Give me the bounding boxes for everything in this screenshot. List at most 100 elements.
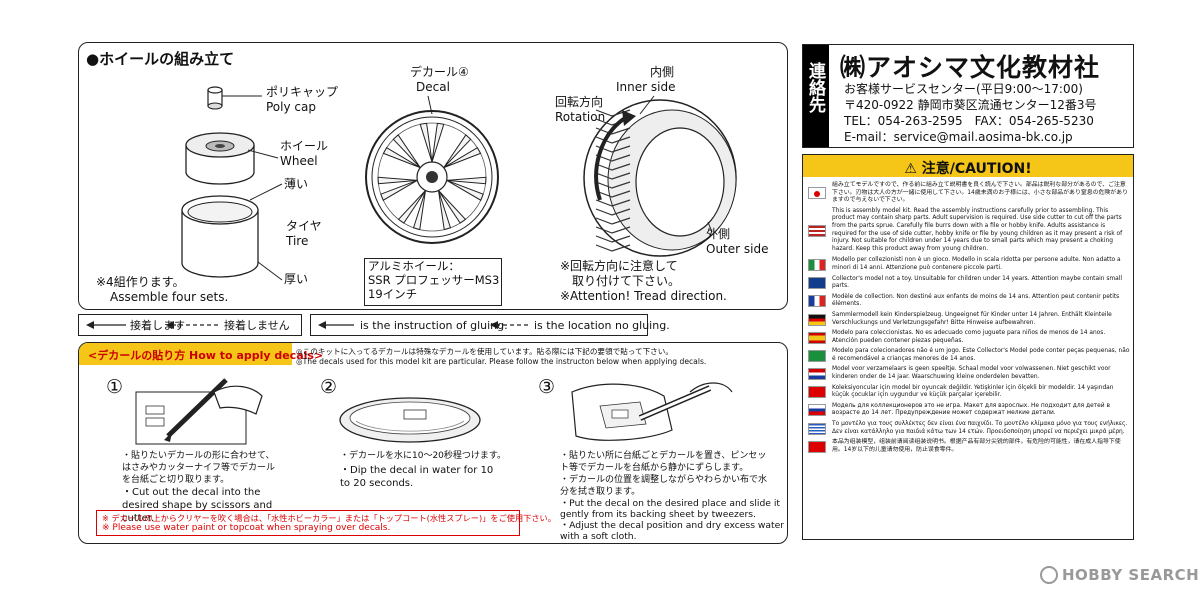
flag-it-icon — [808, 258, 826, 271]
caution-item-text: Sammlermodell kein Kinderspielzeug. Unge… — [832, 311, 1112, 326]
topcoat-warning-box — [96, 510, 520, 536]
step2-number: ② — [320, 376, 338, 398]
contact-label: 連絡先 — [805, 62, 825, 113]
flag-gb-icon — [808, 277, 826, 290]
outer-side-label-jp: 外側 — [706, 227, 731, 241]
service-center: お客様サービスセンター(平日9:00〜17:00) — [844, 82, 1083, 96]
decal-note-en: ◎The decals used for this model kit are … — [296, 357, 707, 366]
step2-water-dish-drawing — [339, 397, 481, 443]
rotation-label-jp: 回転方向 — [555, 95, 604, 109]
caution-item-text: Modello per collezionisti non è un gioco… — [832, 257, 1121, 271]
caution-item-text: Modelo para colecionadores não é um jogo… — [832, 348, 1130, 362]
step1-text-en: ・Cut out the decal into the desired shap… — [122, 487, 273, 524]
step3-text-jp1: ・貼りたい所に台紙ごとデカールを置き、ピンセット等でデカールを台紙から静かにずら… — [560, 451, 767, 473]
watermark-logo-icon — [1040, 566, 1058, 584]
flag-fr-icon — [808, 295, 826, 308]
rim-spec-line2: SSR プロフェッサーMS3 — [368, 273, 500, 287]
support-email: E-mail：service@mail.aosima-bk.co.jp — [844, 130, 1073, 144]
caution-item-text: Modelo para coleccionistas. No es adecua… — [832, 330, 1106, 344]
caution-item-text: Модель для коллекционеров это не игра. М… — [832, 402, 1110, 417]
decal-note-jp: ◎このキットに入ってるデカールは特殊なデカールを使用しています。貼る際には下記の… — [296, 347, 673, 356]
tire-tread-drawing — [583, 95, 737, 257]
caution-header-band — [803, 155, 1133, 177]
step3-text-jp2: ・デカールの位置を調整しながらやわらかい布で水分を拭き取ります。 — [560, 475, 768, 497]
decal-header-title: <デカールの貼り方 How to apply decals> — [88, 349, 324, 362]
wheel-label-jp: ホイール — [280, 139, 329, 153]
phone-fax: TEL：054-263-2595 FAX：054-265-5230 — [844, 114, 1094, 128]
noglue-text-jp: 接着しません — [224, 319, 290, 332]
rim-spec-line1: アルミホイール： — [368, 259, 460, 273]
wheel-label-en: Wheel — [280, 154, 318, 168]
flag-nl-icon — [808, 368, 826, 381]
caution-item: Sammlermodell kein Kinderspielzeug. Unge… — [808, 312, 1130, 327]
caution-item-text: Collector's model not a toy. Unsuitable … — [832, 275, 1123, 290]
glue-text-en: is the instruction of gluing. — [360, 319, 508, 332]
thick-side-label: 厚い — [284, 272, 309, 286]
caution-item: Modello per collezionisti non è un gioco… — [808, 257, 1130, 272]
tire-label-en: Tire — [286, 234, 309, 248]
inner-side-label-en: Inner side — [616, 80, 676, 94]
caution-item: 組み立てモデルですので、作る前に組み立て説明書を良く読んで下さい。部品は鋭利な部… — [808, 182, 1130, 205]
glue-legend-en — [310, 314, 648, 336]
caution-item-text: Model voor verzamelaars is geen speeltje… — [832, 366, 1111, 381]
decal-label-jp: デカール④ — [410, 65, 469, 79]
caution-list: 組み立てモデルですので、作る前に組み立て説明書を良く読んで下さい。部品は鋭利な部… — [808, 182, 1130, 536]
step3-number: ③ — [538, 376, 556, 398]
caution-item: Collector's model not a toy. Unsuitable … — [808, 276, 1130, 291]
caution-item-text: Koleksiyoncular için model bir oyuncak d… — [832, 384, 1114, 399]
caution-item-text: This is assembly model kit. Read the ass… — [832, 207, 1123, 252]
caution-item: Модель для коллекционеров это не игра. М… — [808, 403, 1130, 418]
tread-direction-note-en: ※Attention! Tread direction. — [560, 289, 727, 303]
poly-cap-drawing — [207, 86, 223, 110]
caution-item-text: 本品为组装模型，组装前请阅读组装说明书。根据产品有部分尖锐的部件，有危险的可能性… — [832, 439, 1121, 453]
caution-item: Model voor verzamelaars is geen speeltje… — [808, 366, 1130, 381]
tire-part-drawing — [181, 195, 259, 278]
caution-item: Modelo para colecionadores não é um jogo… — [808, 348, 1130, 363]
topcoat-warning-en: ※ Please use water paint or topcoat when… — [102, 523, 391, 533]
step3-apply-decal-drawing — [571, 382, 733, 441]
decal-header-band — [79, 343, 292, 365]
four-sets-note-jp: ※4組作ります。 — [96, 275, 185, 289]
contact-panel — [802, 44, 1134, 148]
step1-text-jp: ・貼りたいデカールの形に合わせて、はさみやカッターナイフ等でデカールを台紙ごと切… — [122, 451, 276, 485]
rim-spec-line3: 19インチ — [368, 287, 418, 301]
caution-item-text: Το μοντέλο για τους συλλέκτες δεν είναι … — [832, 421, 1128, 435]
outer-side-label-en: Outer side — [706, 242, 769, 256]
contact-label-band — [803, 45, 829, 147]
step2-text-jp: ・デカールを水に10〜20秒程つけます。 — [340, 451, 507, 461]
noglue-arrow-icon — [318, 321, 530, 329]
caution-item: Modèle de collection. Non destiné aux en… — [808, 294, 1130, 309]
caution-item: Το μοντέλο για τους συλλέκτες δεν είναι … — [808, 421, 1130, 436]
company-name: ㈱アオシマ文化教材社 — [840, 53, 1101, 82]
step1-number: ① — [106, 376, 124, 398]
tire-label-jp: タイヤ — [286, 219, 322, 233]
caution-item-text: Modèle de collection. Non destiné aux en… — [832, 293, 1120, 308]
rim-face-drawing — [365, 95, 499, 244]
inner-side-label-jp: 内側 — [650, 65, 675, 79]
step2-text-en: ・Dip the decal in water for 10 to 20 sec… — [340, 465, 494, 489]
caution-item: 本品为组装模型，组装前请阅读组装说明书。根据产品有部分尖锐的部件，有危险的可能性… — [808, 439, 1130, 454]
assembly-title: ●ホイールの組み立て — [86, 50, 235, 68]
flag-es-icon — [808, 331, 826, 344]
flag-tr-icon — [808, 386, 826, 399]
flag-gr-icon — [808, 422, 826, 435]
caution-item: Koleksiyoncular için model bir oyuncak d… — [808, 385, 1130, 400]
step3-text-en2: ・Adjust the decal position and dry exces… — [560, 520, 785, 542]
flag-de-icon — [808, 313, 826, 326]
caution-panel — [802, 154, 1134, 540]
polycap-label-jp: ポリキャップ — [266, 85, 339, 99]
company-address: 〒420-0922 静岡市葵区流通センター12番3号 — [844, 98, 1097, 112]
watermark-text: HOBBY SEARCH — [1062, 566, 1200, 584]
flag-cn-icon — [808, 440, 826, 453]
tread-direction-note-jp2: 取り付けて下さい。 — [572, 274, 681, 288]
flag-us-icon — [808, 224, 826, 237]
decal-label-en: Decal — [416, 80, 450, 94]
thin-side-label: 薄い — [284, 177, 309, 191]
polycap-label-en: Poly cap — [266, 100, 316, 114]
flag-jp-icon — [808, 187, 826, 200]
glue-text-jp: 接着します — [130, 319, 185, 332]
wheel-exploded-drawing — [181, 86, 283, 281]
step1-cutting-drawing — [135, 378, 263, 445]
caution-item: Modelo para coleccionistas. No es adecua… — [808, 330, 1130, 345]
wheel-part-drawing — [185, 132, 255, 185]
